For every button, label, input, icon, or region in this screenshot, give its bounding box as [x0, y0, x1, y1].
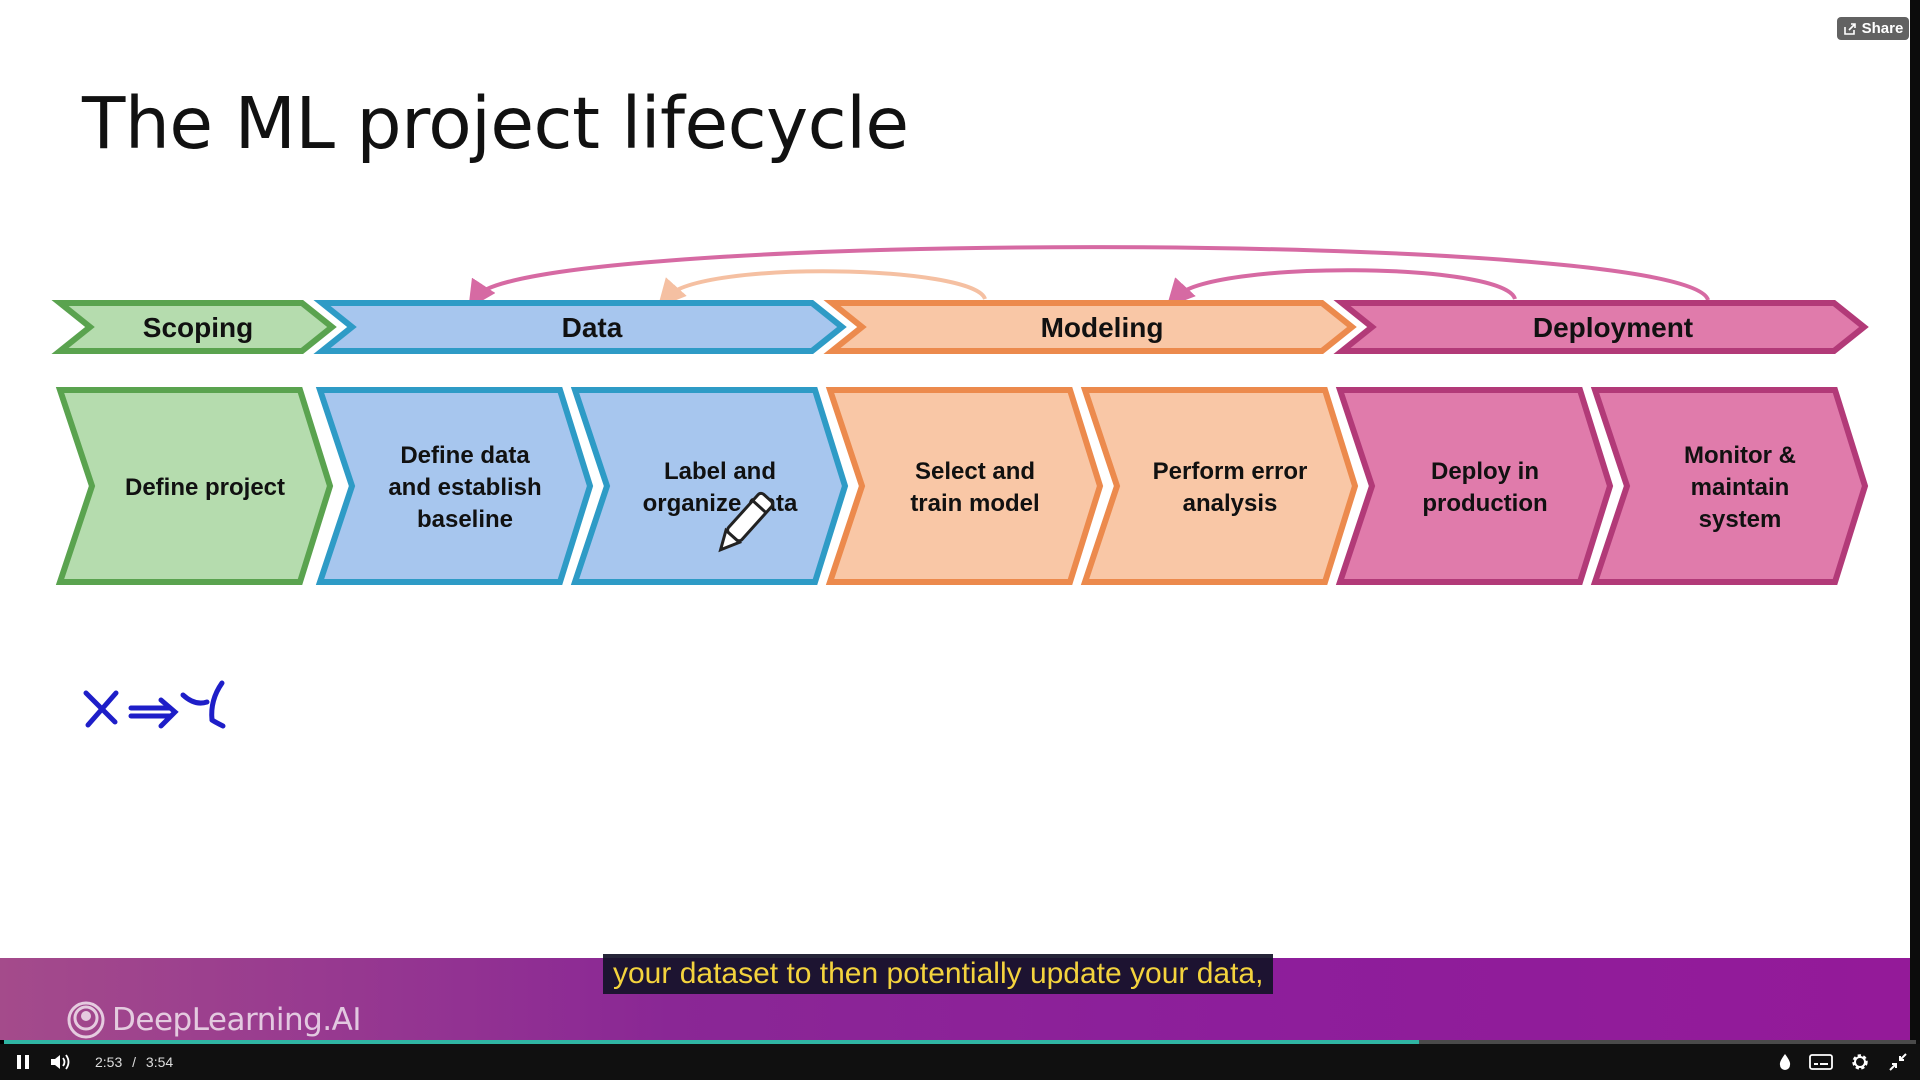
- handwritten-x-to-y: [83, 680, 226, 729]
- share-icon: [1843, 22, 1856, 35]
- control-bar: 2:53 / 3:54: [0, 1044, 1920, 1080]
- step-label-line: baseline: [417, 506, 513, 533]
- phase-label: Modeling: [1041, 312, 1164, 343]
- share-button[interactable]: Share: [1837, 17, 1909, 40]
- step-deploy-in-production: Deploy in production: [1335, 387, 1614, 585]
- captions-button[interactable]: [1806, 1044, 1836, 1080]
- phase-scoping: Scoping: [51, 300, 337, 354]
- feedback-arrow-deployment-to-data: [468, 245, 1710, 309]
- step-label-line: Select and: [915, 458, 1035, 485]
- feedback-arrow-modeling-to-data: [657, 269, 987, 308]
- step-label-line: and establish: [388, 474, 541, 501]
- lifecycle-diagram: Scoping Data Modeling Deployment Define pro…: [51, 245, 1869, 729]
- step-label-line: train model: [910, 490, 1039, 517]
- transcript-button[interactable]: [1774, 1044, 1796, 1080]
- step-label-line: Label and: [664, 458, 776, 485]
- step-label-line: maintain: [1691, 474, 1790, 501]
- step-monitor-maintain-system: Monitor & maintain system: [1590, 387, 1869, 585]
- logo-text: DeepLearning.AI: [112, 1002, 361, 1038]
- settings-button[interactable]: [1846, 1044, 1874, 1080]
- step-label-line: organize data: [643, 490, 798, 517]
- step-label-line: system: [1699, 506, 1782, 533]
- time-separator: /: [132, 1054, 137, 1070]
- logo-mark-icon: [67, 1001, 105, 1039]
- progress-fill: [4, 1040, 1419, 1044]
- step-label-and-organize-data: Label and organize data: [570, 387, 849, 585]
- time-readout: 2:53 / 3:54: [95, 1044, 173, 1080]
- phase-label: Data: [562, 312, 623, 343]
- pause-icon: [17, 1055, 29, 1069]
- time-current: 2:53: [95, 1054, 123, 1070]
- feedback-arrow-deployment-to-modeling: [1166, 268, 1517, 308]
- step-perform-error-analysis: Perform error analysis: [1080, 387, 1359, 585]
- phase-label: Scoping: [143, 312, 253, 343]
- step-label-line: analysis: [1183, 490, 1278, 517]
- step-label-line: Monitor &: [1684, 442, 1796, 469]
- step-label-line: Define project: [125, 474, 285, 501]
- droplet-icon: [1779, 1054, 1791, 1070]
- volume-icon: [51, 1054, 70, 1070]
- step-select-and-train-model: Select and train model: [825, 387, 1104, 585]
- step-label-line: Perform error: [1153, 458, 1308, 485]
- exit-fullscreen-button[interactable]: [1884, 1044, 1912, 1080]
- pen-cursor-icon: [718, 491, 774, 553]
- phase-data: Data: [313, 300, 847, 354]
- phase-label: Deployment: [1533, 312, 1693, 343]
- slide-title: The ML project lifecycle: [82, 82, 909, 165]
- step-label-line: Deploy in: [1431, 458, 1539, 485]
- deeplearning-ai-logo: DeepLearning.AI: [66, 1000, 361, 1040]
- step-label-line: Define data: [400, 442, 530, 469]
- phase-deployment: Deployment: [1333, 300, 1869, 354]
- captions-icon: [1809, 1054, 1833, 1070]
- time-total: 3:54: [145, 1054, 174, 1070]
- volume-button[interactable]: [46, 1044, 76, 1080]
- phase-modeling: Modeling: [823, 300, 1357, 354]
- phase-header-row: Scoping Data Modeling Deployment: [51, 300, 1869, 354]
- step-row: Define project Define data and establish ba…: [55, 387, 1869, 585]
- pause-button[interactable]: [10, 1044, 36, 1080]
- exit-fullscreen-icon: [1889, 1053, 1907, 1071]
- gear-icon: [1852, 1054, 1868, 1070]
- step-label-line: production: [1422, 490, 1547, 517]
- share-label: Share: [1861, 20, 1904, 37]
- step-define-data-and-establish-baseline: Define data and establish baseline: [315, 387, 594, 585]
- subtitle-caption: your dataset to then potentially update …: [603, 954, 1274, 994]
- progress-bar[interactable]: [4, 1040, 1916, 1044]
- step-define-project: Define project: [55, 387, 334, 585]
- player-edge: [1910, 0, 1920, 1080]
